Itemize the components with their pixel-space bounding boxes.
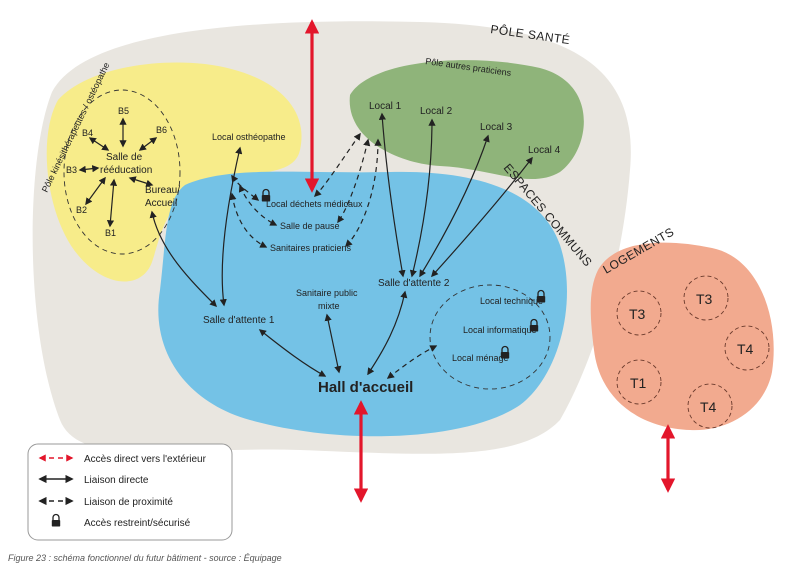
link-bureau-attente1 bbox=[149, 210, 218, 308]
link-reeducation-b6 bbox=[138, 137, 158, 151]
legend-box bbox=[27, 443, 233, 541]
link-local1-sanitaires bbox=[344, 138, 382, 248]
legend-acces-restreint: Accès restreint/sécurisé bbox=[84, 518, 191, 529]
exterior-access-arrows bbox=[304, 19, 676, 503]
kine-cluster-outline bbox=[63, 89, 181, 255]
unit-t4a-outline bbox=[724, 325, 770, 371]
room-b5: B5 bbox=[118, 106, 129, 116]
link-attente2-hall bbox=[367, 290, 408, 376]
locaux-techniques-outline bbox=[429, 284, 551, 390]
link-reeducation-b1 bbox=[106, 178, 118, 228]
room-local4: Local 4 bbox=[528, 145, 561, 156]
link-sanitaire-hall bbox=[324, 313, 342, 374]
unit-t1-outline bbox=[616, 359, 662, 405]
unit-t1: T1 bbox=[630, 375, 647, 391]
legend-liaison-proximite: Liaison de proximité bbox=[84, 497, 173, 508]
room-local3: Local 3 bbox=[480, 122, 513, 133]
bureau-accueil-label-1: Bureau/ bbox=[145, 185, 180, 196]
direct-links bbox=[149, 112, 533, 377]
local-osteopathe-label: Local osthéopathe bbox=[212, 132, 286, 142]
salle-pause-label: Salle de pause bbox=[280, 221, 340, 231]
sanitaire-public-label-1: Sanitaire public bbox=[296, 288, 358, 298]
autres-praticiens-zone bbox=[349, 60, 584, 180]
kine-links bbox=[78, 117, 158, 228]
unit-t3b: T3 bbox=[696, 291, 713, 307]
link-osteo-attente1 bbox=[219, 146, 243, 307]
link-local4-attente2 bbox=[431, 156, 533, 278]
link-reeducation-b4 bbox=[88, 137, 110, 151]
salle-attente-1-label: Salle d'attente 1 bbox=[203, 315, 275, 326]
local-informatique-label: Local informatique bbox=[463, 325, 537, 335]
room-b3: B3 bbox=[66, 165, 77, 175]
room-local2: Local 2 bbox=[420, 106, 453, 117]
salle-reeducation-label-1: Salle de bbox=[106, 152, 143, 163]
logement-units bbox=[616, 275, 770, 429]
unit-t3a: T3 bbox=[629, 306, 646, 322]
unit-t3a-outline bbox=[616, 290, 662, 336]
room-local1: Local 1 bbox=[369, 101, 402, 112]
logements-zone bbox=[590, 242, 774, 431]
link-attente1-hall bbox=[258, 329, 327, 377]
sanitaires-praticiens-label: Sanitaires praticiens bbox=[270, 243, 352, 253]
link-reeducation-bureau bbox=[128, 176, 154, 187]
sanitaire-public-label-2: mixte bbox=[318, 301, 340, 311]
link-reeducation-b3 bbox=[78, 165, 100, 173]
link-osteo-dechets bbox=[231, 174, 260, 201]
unit-t4a: T4 bbox=[737, 341, 754, 357]
link-reeducation-b2 bbox=[85, 176, 106, 206]
room-b6: B6 bbox=[156, 125, 167, 135]
salle-attente-2-label: Salle d'attente 2 bbox=[378, 278, 450, 289]
local-menage-label: Local ménage bbox=[452, 353, 509, 363]
bureau-accueil-label-2: Accueil bbox=[145, 198, 177, 209]
link-hall-locaux-techniques bbox=[386, 345, 438, 379]
unit-t4b: T4 bbox=[700, 399, 717, 415]
unit-t4b-outline bbox=[687, 383, 733, 429]
room-b4: B4 bbox=[82, 128, 93, 138]
legend-liaison-directe: Liaison directe bbox=[84, 475, 149, 486]
legend-acces-exterieur: Accès direct vers l'extérieur bbox=[84, 454, 207, 465]
link-local1-attente2 bbox=[378, 112, 406, 278]
local-dechets-label: Local déchets médicaux bbox=[266, 199, 363, 209]
room-b2: B2 bbox=[76, 205, 87, 215]
salle-reeducation-label-2: rééducation bbox=[100, 165, 152, 176]
hall-accueil-label: Hall d'accueil bbox=[318, 379, 413, 396]
unit-t3b-outline bbox=[683, 275, 729, 321]
room-b1: B1 bbox=[105, 228, 116, 238]
figure-caption: Figure 23 : schéma fonctionnel du futur … bbox=[8, 553, 282, 563]
local-technique-label: Local technique bbox=[480, 296, 543, 306]
